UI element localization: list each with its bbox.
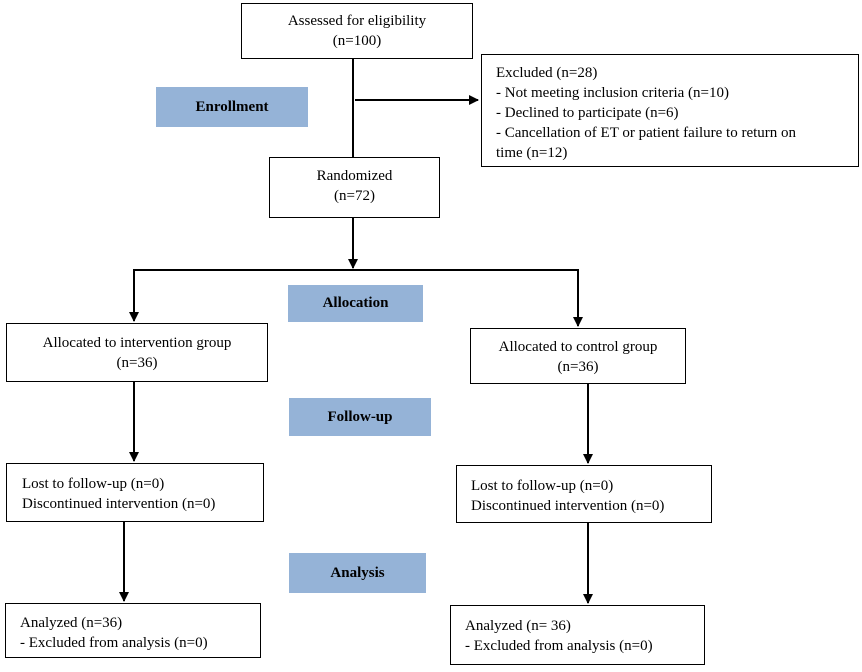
control-followup-box: Lost to follow-up (n=0) Discontinued int… [456,465,712,523]
stage-allocation: Allocation [288,285,423,322]
randomized-label: Randomized [316,168,393,184]
stage-allocation-label: Allocation [322,295,389,311]
excluded-item: time (n=12) [496,145,568,161]
intervention-analyzed: Analyzed (n=36) [20,615,123,631]
control-allocated-count: (n=36) [557,359,599,375]
control-allocated-box: Allocated to control group (n=36) [470,328,686,384]
intervention-allocated-label: Allocated to intervention group [42,335,232,351]
intervention-followup-box: Lost to follow-up (n=0) Discontinued int… [6,463,264,522]
intervention-excluded: - Excluded from analysis (n=0) [20,635,208,651]
intervention-discontinued: Discontinued intervention (n=0) [22,496,216,512]
stage-analysis-label: Analysis [330,565,385,581]
randomized-count: (n=72) [334,188,375,204]
assessed-count: (n=100) [332,33,382,49]
control-lost-to-followup: Lost to follow-up (n=0) [471,478,614,494]
assessed-label: Assessed for eligibility [287,13,427,29]
stage-enrollment-label: Enrollment [195,99,269,115]
stage-follow-up: Follow-up [289,398,431,436]
randomized-box: Randomized (n=72) [269,157,440,218]
excluded-item: - Not meeting inclusion criteria (n=10) [496,85,729,101]
excluded-item: - Cancellation of ET or patient failure … [496,125,797,141]
intervention-allocated-count: (n=36) [116,355,158,371]
excluded-item: - Declined to participate (n=6) [496,105,679,121]
assessed-box: Assessed for eligibility (n=100) [241,3,473,59]
stage-analysis: Analysis [289,553,426,593]
control-discontinued: Discontinued intervention (n=0) [471,498,665,514]
stage-follow-up-label: Follow-up [327,409,393,425]
control-excluded: - Excluded from analysis (n=0) [465,638,653,654]
excluded-title: Excluded (n=28) [496,65,598,81]
control-allocated-label: Allocated to control group [498,339,658,355]
control-analyzed: Analyzed (n= 36) [465,618,571,634]
intervention-lost-to-followup: Lost to follow-up (n=0) [22,476,165,492]
intervention-allocated-box: Allocated to intervention group (n=36) [6,323,268,382]
control-analysis-box: Analyzed (n= 36) - Excluded from analysi… [450,605,705,665]
intervention-analysis-box: Analyzed (n=36) - Excluded from analysis… [5,603,261,658]
stage-enrollment: Enrollment [156,87,308,127]
excluded-box: Excluded (n=28) - Not meeting inclusion … [481,54,859,167]
